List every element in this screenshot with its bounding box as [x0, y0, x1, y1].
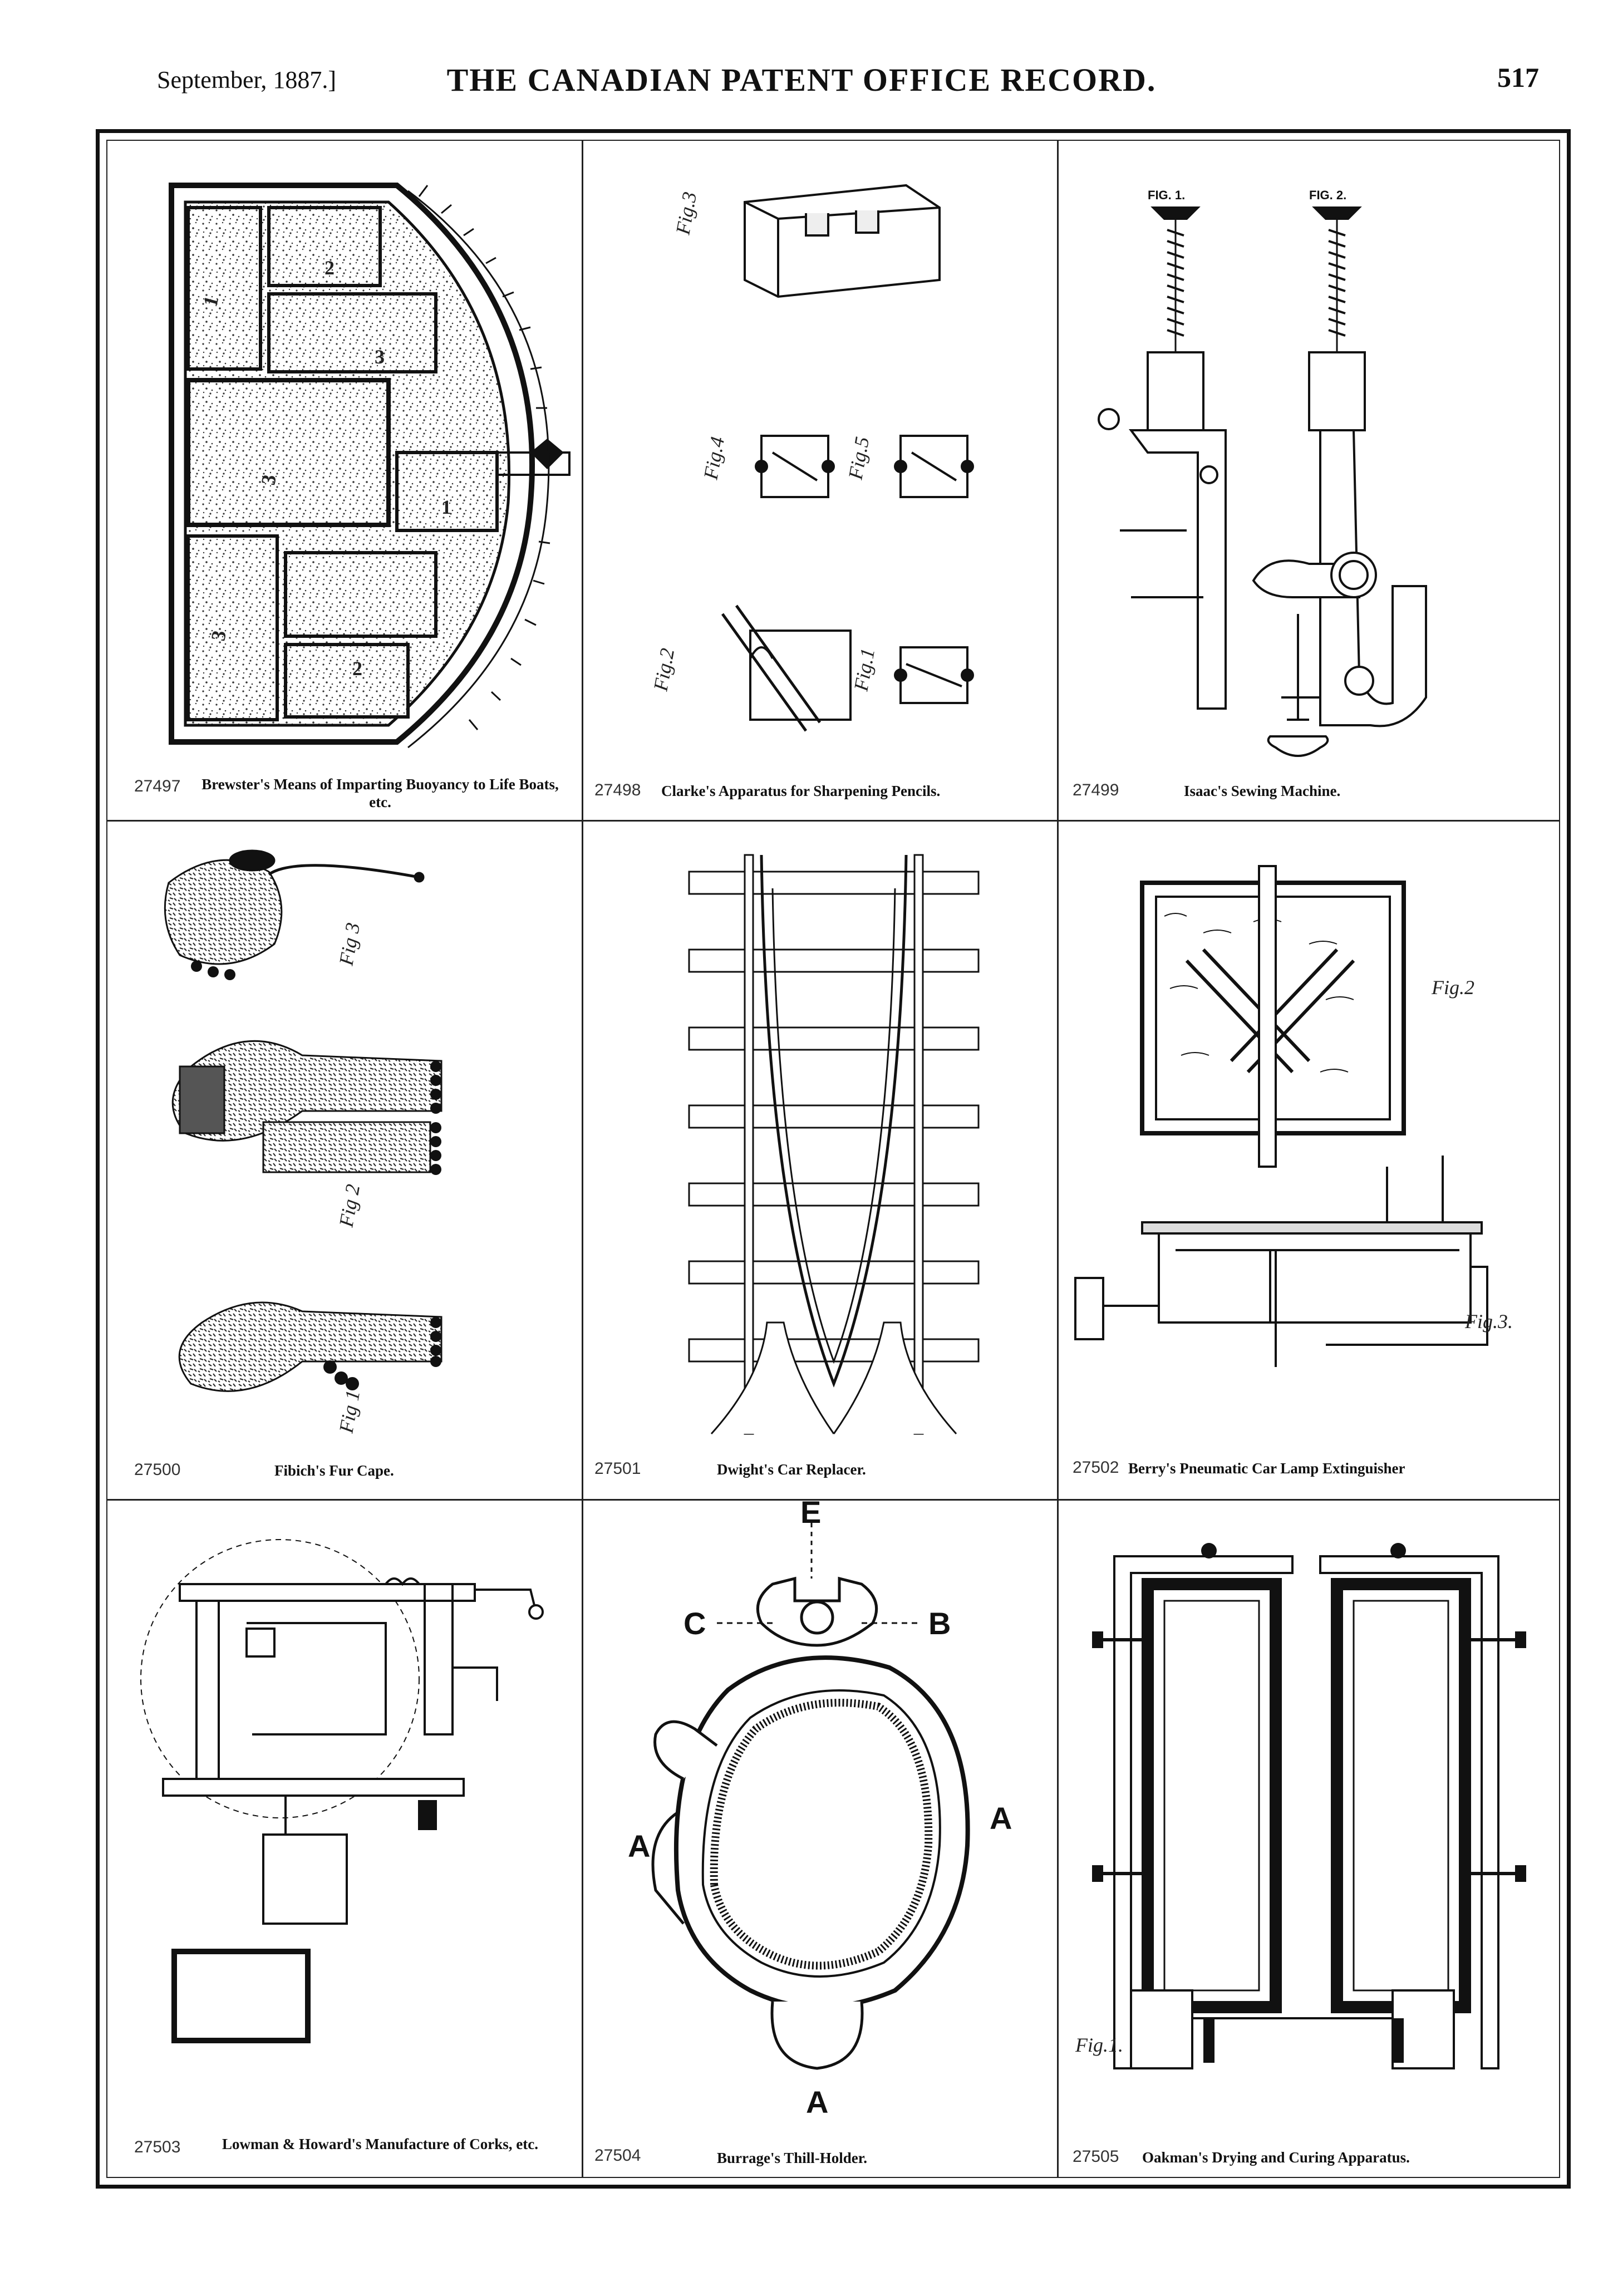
figure-label: FIG. 1.: [1148, 188, 1185, 202]
patent-title: Berry's Pneumatic Car Lamp Extinguisher: [1128, 1460, 1405, 1477]
figure-label: Fig.3.: [1464, 1310, 1513, 1333]
grid-divider: [107, 820, 1559, 822]
grid-divider: [107, 1499, 1559, 1501]
patent-title: Burrage's Thill-Holder.: [717, 2150, 868, 2166]
figure-label: Fig.1.: [1075, 2034, 1123, 2056]
patent-title: Dwight's Car Replacer.: [717, 1461, 866, 1478]
patent-title: Lowman & Howard's Manufacture of Corks, …: [222, 2136, 538, 2152]
car-replacer-drawing: [688, 854, 980, 1435]
patent-number: 27497: [134, 777, 181, 795]
patent-title: Brewster's Means of Imparting Buoyancy t…: [201, 776, 559, 810]
figure-label: C: [684, 1606, 706, 1641]
patent-title: Oakman's Drying and Curing Apparatus.: [1142, 2149, 1410, 2166]
sewing-machine-drawing: FIG. 1. FIG. 2.: [1098, 188, 1427, 757]
plate-grid: 1 2 3 3 3 1 2 27497 Brewster's Means of …: [106, 140, 1560, 2178]
patent-cell-27503: 27503 Lowman & Howard's Manufacture of C…: [107, 1501, 582, 2194]
patent-cell-27505: Fig.1. 27505 Oakman's Drying and Curing …: [1059, 1501, 1562, 2194]
figure-label: 1: [441, 496, 451, 518]
figure-label: Fig 2: [335, 1183, 364, 1230]
plate-frame: 1 2 3 3 3 1 2 27497 Brewster's Means of …: [96, 129, 1571, 2189]
lifeboat-drawing: 1 2 3 3 3 1 2: [169, 183, 571, 749]
grid-divider: [582, 141, 583, 2177]
fur-cape-drawing: Fig 3 Fig 2 Fig 1: [164, 849, 442, 1435]
figure-label: 2: [324, 257, 335, 279]
patent-number: 27504: [594, 2146, 641, 2165]
patent-title: Isaac's Sewing Machine.: [1184, 783, 1341, 799]
drying-apparatus-drawing: Fig.1.: [1075, 1543, 1526, 2069]
page-number: 517: [1497, 62, 1539, 93]
figure-label: 3: [375, 346, 385, 368]
figure-label: Fig.3: [671, 190, 701, 237]
patent-cell-27498: Fig.3 Fig.4 Fig.5 Fig.2 Fig.1 27498 Clar…: [583, 141, 1057, 820]
figure-label: 2: [352, 657, 362, 680]
patent-number: 27502: [1073, 1458, 1119, 1477]
figure-label: Fig.1: [849, 647, 879, 694]
patent-title: Fibich's Fur Cape.: [274, 1462, 394, 1479]
figure-label: Fig.4: [699, 435, 729, 482]
figure-label: Fig 3: [335, 921, 364, 968]
figure-label: Fig.5: [844, 435, 873, 482]
patent-cell-27500: Fig 3 Fig 2 Fig 1 27500 Fibich's Fur Cap…: [107, 822, 582, 1499]
patent-cell-27497: 1 2 3 3 3 1 2 27497 Brewster's Means of …: [107, 141, 582, 820]
grid-divider: [1057, 141, 1059, 2177]
figure-label: Fig 1: [335, 1389, 364, 1435]
lamp-extinguisher-drawing: Fig.2 Fig.3.: [1074, 865, 1513, 1367]
patent-cell-27502: Fig.2 Fig.3. 27502 Berry's Pneumatic Car…: [1059, 822, 1562, 1499]
patent-number: 27500: [134, 1461, 181, 1479]
pencil-sharpener-drawing: Fig.3 Fig.4 Fig.5 Fig.2 Fig.1: [649, 184, 974, 732]
patent-cell-27499: FIG. 1. FIG. 2. 27499 Isaac's Sewing Mac…: [1059, 141, 1562, 820]
figure-label: A: [806, 2084, 828, 2120]
figure-label: Fig.2: [1431, 976, 1474, 999]
patent-title: Clarke's Apparatus for Sharpening Pencil…: [661, 783, 941, 799]
figure-label: A: [628, 1828, 650, 1864]
header-title: THE CANADIAN PATENT OFFICE RECORD.: [446, 62, 1157, 98]
figure-label: E: [800, 1501, 821, 1530]
patent-cell-27504: E C B A A A 27504 Burrage's Thill-Holder…: [583, 1501, 1057, 2194]
cork-machine-drawing: [140, 1539, 544, 2043]
figure-label: Fig.2: [649, 647, 678, 694]
patent-number: 27498: [594, 781, 641, 799]
figure-label: FIG. 2.: [1309, 188, 1346, 202]
patent-number: 27503: [134, 2138, 181, 2156]
figure-label: B: [928, 1606, 951, 1641]
figure-label: A: [990, 1801, 1012, 1836]
thill-holder-drawing: E C B A A A: [628, 1501, 1012, 2120]
patent-number: 27499: [1073, 781, 1119, 799]
patent-cell-27501: 27501 Dwight's Car Replacer.: [583, 822, 1057, 1499]
header-date: September, 1887.]: [157, 66, 337, 94]
patent-number: 27505: [1073, 2147, 1119, 2166]
patent-number: 27501: [594, 1459, 641, 1478]
